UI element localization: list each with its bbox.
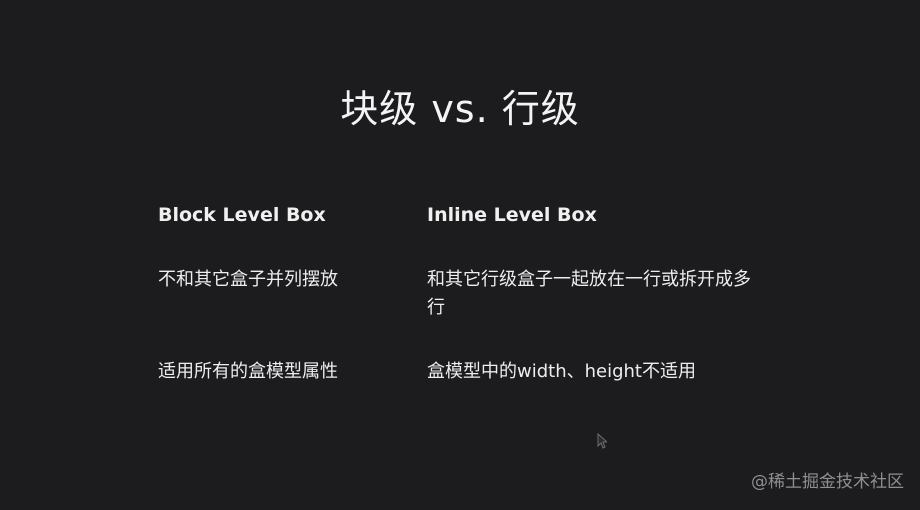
block-row-2: 适用所有的盒模型属性 xyxy=(158,361,338,382)
inline-row-1: 和其它行级盒子一起放在一行或拆开成多行 xyxy=(427,269,751,318)
mouse-pointer-icon xyxy=(597,433,607,449)
inline-level-column: Inline Level Box 和其它行级盒子一起放在一行或拆开成多行 盒模型… xyxy=(427,204,767,382)
block-level-column: Block Level Box 不和其它盒子并列摆放 适用所有的盒模型属性 xyxy=(158,204,408,382)
block-row-1: 不和其它盒子并列摆放 xyxy=(158,269,338,290)
slide-title: 块级 vs. 行级 xyxy=(340,87,580,131)
column-heading-inline: Inline Level Box xyxy=(427,204,597,226)
column-heading-block: Block Level Box xyxy=(158,204,326,226)
watermark: @稀土掘金技术社区 xyxy=(751,472,904,492)
inline-row-2: 盒模型中的width、height不适用 xyxy=(427,361,696,382)
